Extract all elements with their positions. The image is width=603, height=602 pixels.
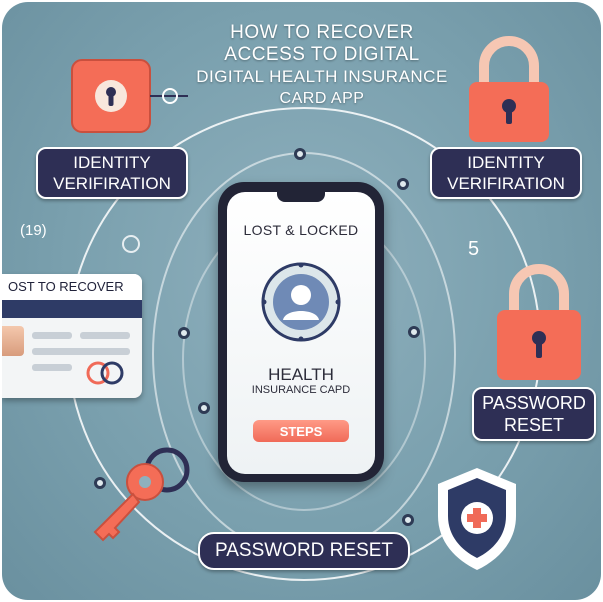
health-line: HEALTH: [268, 365, 334, 384]
identity-verification-label-right: IDENTITY VERIFIRATION: [430, 147, 582, 199]
pill-line: IDENTITY: [467, 153, 545, 172]
orbit-dot: [408, 326, 420, 338]
phone-screen: LOST & LOCKED HEALTH INSURANCE CAPD STEP…: [227, 192, 375, 474]
pill-line: VERIFIRATION: [53, 174, 171, 193]
phone-mockup: LOST & LOCKED HEALTH INSURANCE CAPD STEP…: [218, 182, 384, 482]
orbit-dot: [397, 178, 409, 190]
orbit-dot: [178, 327, 190, 339]
padlock-icon: [71, 59, 188, 133]
card-chip: [2, 326, 24, 356]
orbit-dot: [94, 477, 106, 489]
steps-button[interactable]: STEPS: [253, 420, 349, 442]
padlock-icon: [469, 36, 549, 142]
pill-line: PASSWORD: [482, 393, 586, 413]
card-logo-icon: [86, 361, 124, 385]
insurance-card: OST TO RECOVER: [2, 274, 142, 398]
card-band: [2, 300, 142, 318]
health-line: INSURANCE CAPD: [251, 384, 351, 396]
pill-line: VERIFIRATION: [447, 174, 565, 193]
side-number-left: (19): [20, 222, 47, 239]
password-reset-label-bottom: PASSWORD RESET: [198, 532, 410, 570]
card-header: OST TO RECOVER: [2, 274, 142, 300]
page-title: HOW TO RECOVER ACCESS TO DIGITAL DIGITAL…: [172, 22, 472, 110]
pill-line: RESET: [503, 415, 564, 435]
identity-verification-label-left: IDENTITY VERIFIRATION: [36, 147, 188, 199]
title-line: HOW TO RECOVER: [230, 22, 414, 43]
shield-plus-icon: [438, 468, 516, 570]
title-line: ACCESS TO DIGITAL: [224, 44, 420, 65]
orbit-dot: [402, 514, 414, 526]
orbit-dot: [198, 402, 210, 414]
card-line: [32, 332, 72, 339]
pill-line: PASSWORD RESET: [214, 540, 394, 561]
user-avatar-icon: [261, 262, 341, 342]
card-line: [32, 364, 72, 371]
orbit-dot: [294, 148, 306, 160]
padlock-icon: [497, 264, 581, 380]
card-line: [80, 332, 130, 339]
side-number-right: 5: [468, 238, 480, 260]
phone-notch: [277, 192, 325, 202]
orbit-ring: [122, 235, 140, 253]
card-line: [32, 348, 130, 355]
screen-heading: LOST & LOCKED: [243, 222, 359, 238]
password-reset-label-right: PASSWORD RESET: [472, 387, 596, 441]
title-line: DIGITAL HEALTH INSURANCE: [196, 67, 448, 86]
key-icon: [93, 447, 190, 542]
pill-line: IDENTITY: [73, 153, 151, 172]
title-line: CARD APP: [279, 90, 365, 107]
screen-health-text: HEALTH INSURANCE CAPD: [227, 366, 375, 397]
